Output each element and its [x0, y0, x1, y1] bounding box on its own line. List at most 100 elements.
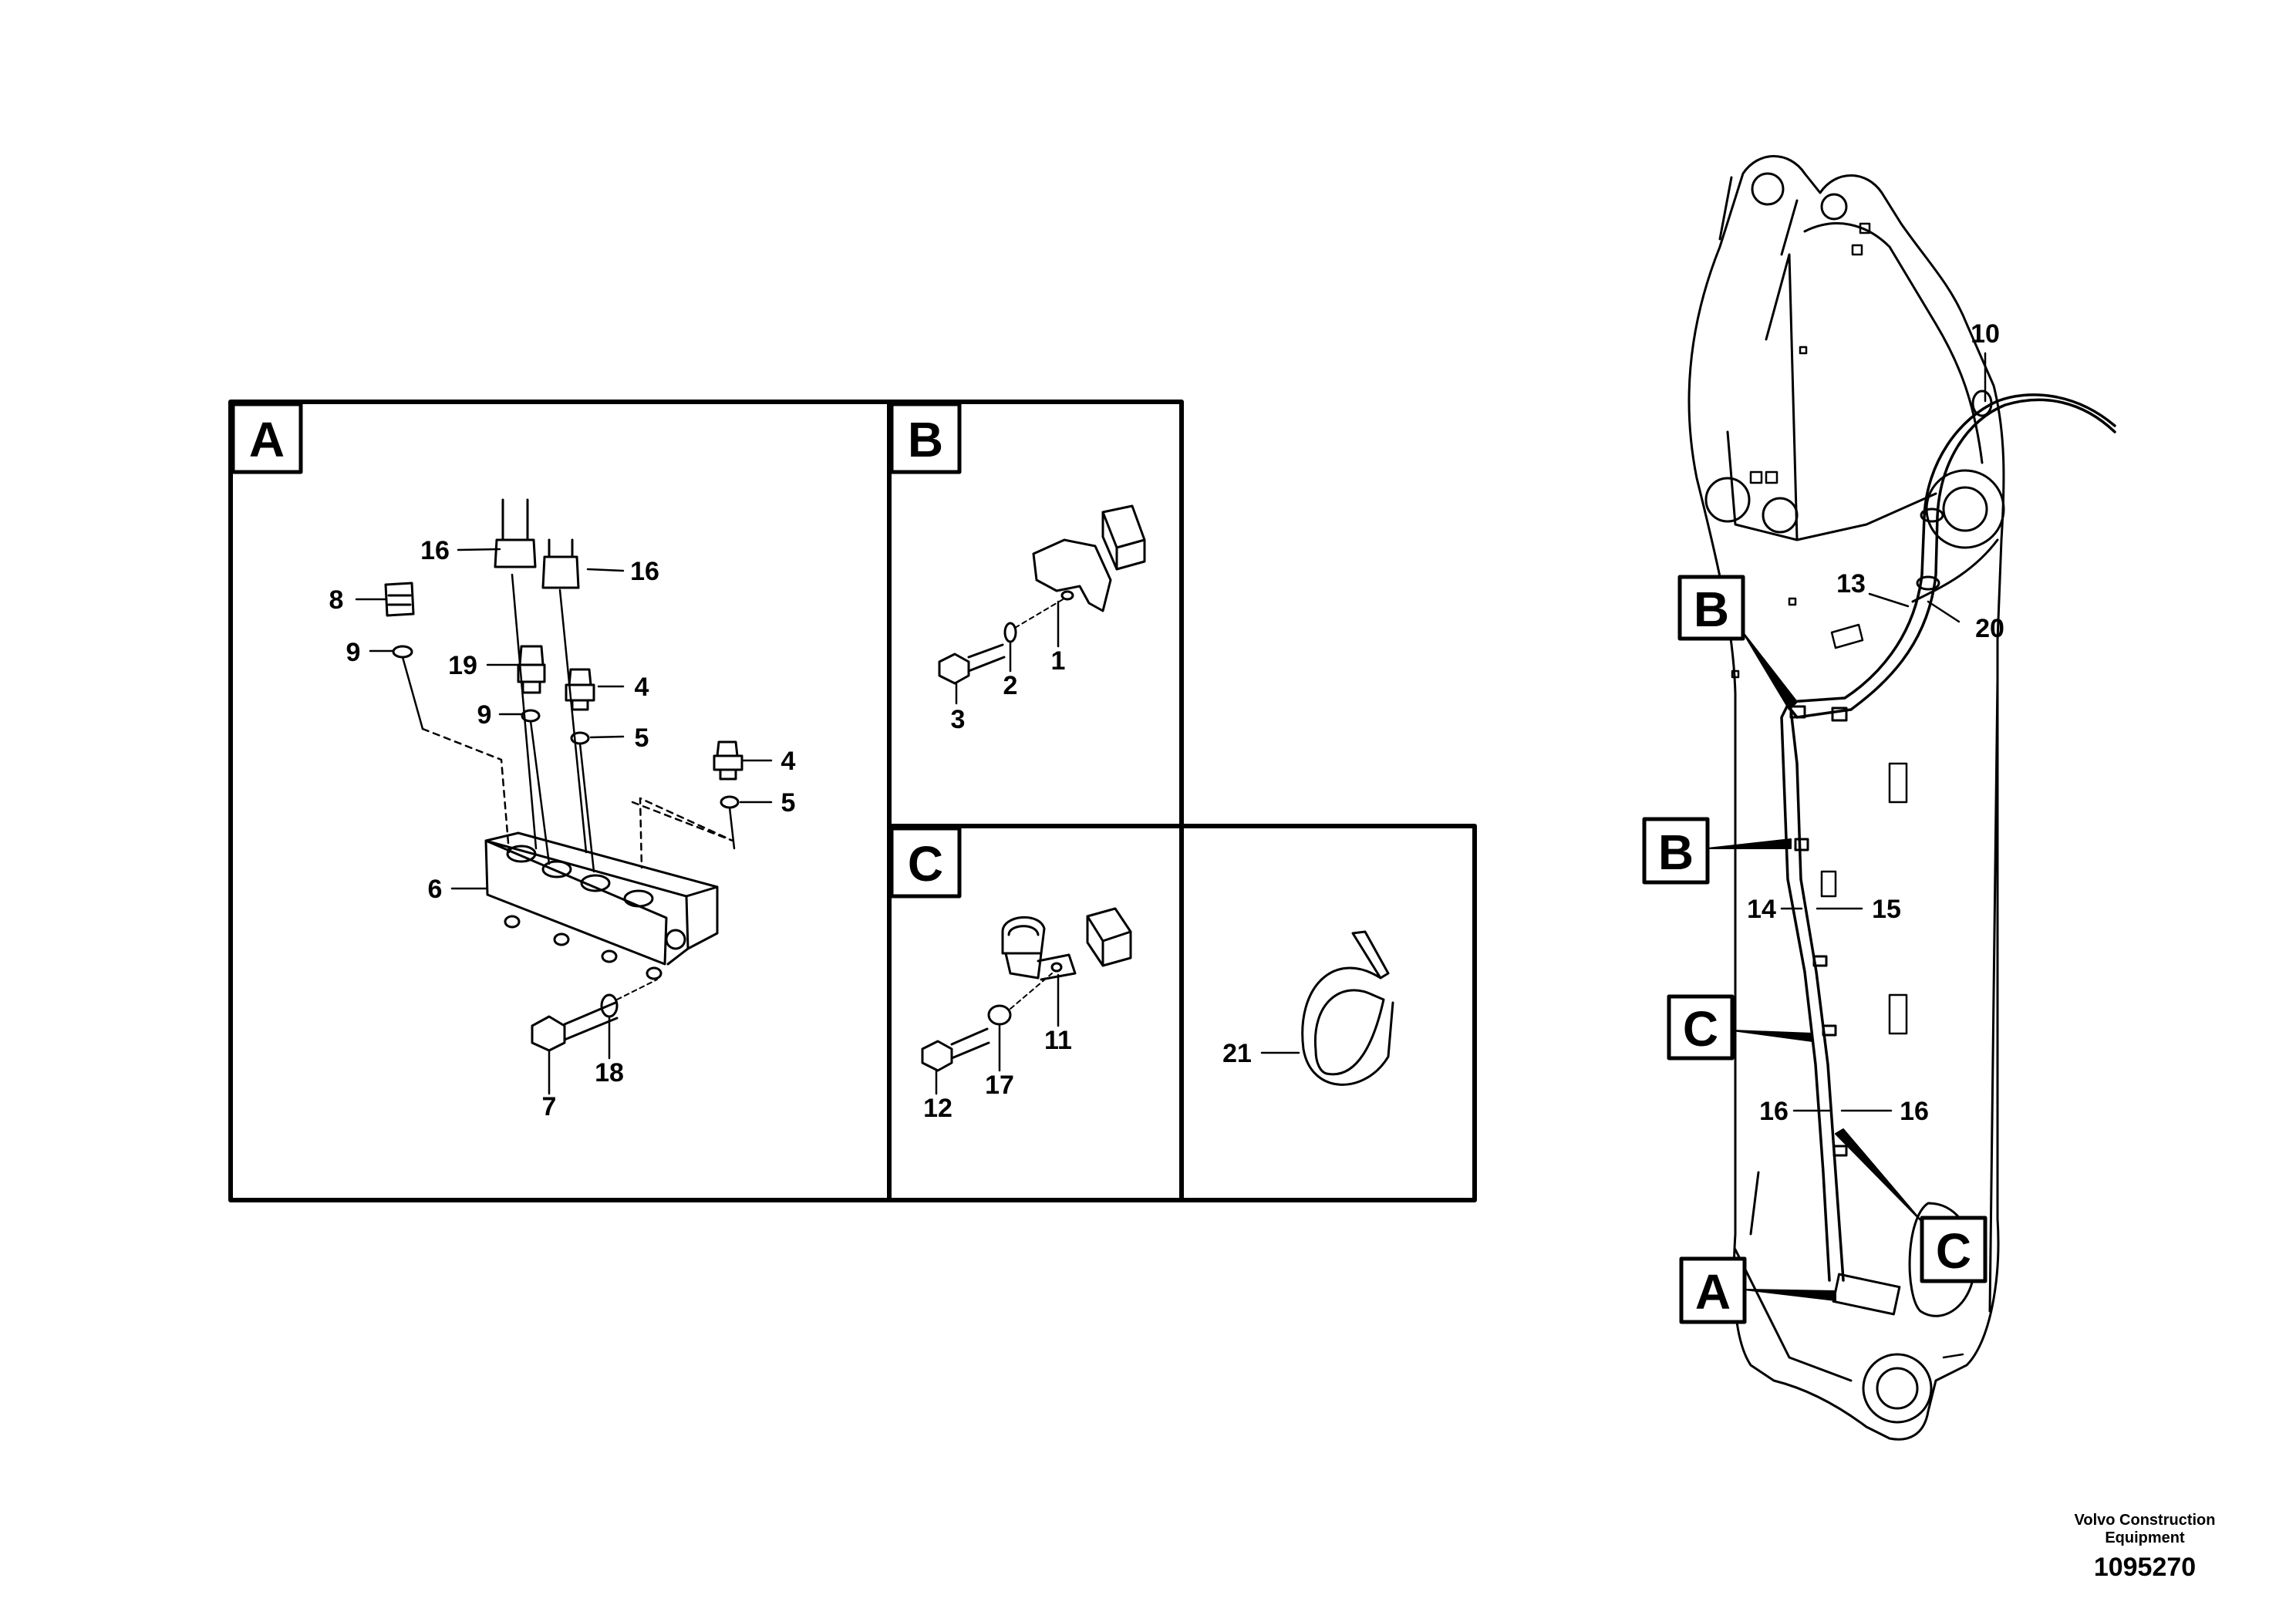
boom-ref-c-left: C — [1683, 1001, 1718, 1057]
seal-9-top — [392, 645, 413, 659]
callout-5-right: 5 — [781, 788, 796, 818]
boom-details — [1731, 222, 1964, 1359]
detail-a-label: A — [249, 412, 285, 467]
detail-a-callouts: 16 16 8 9 19 4 9 5 4 5 6 7 18 — [329, 536, 796, 1121]
hose-16-left — [494, 498, 537, 568]
bolt-12 — [921, 1027, 990, 1072]
detail-label-boxes — [231, 402, 962, 899]
seal-5-right — [720, 795, 740, 809]
assembly-dashed-lines — [421, 727, 734, 869]
bolt-3 — [938, 643, 1006, 685]
cable-tie-21 — [1301, 930, 1394, 1086]
callout-19: 19 — [448, 651, 477, 680]
boom-callout-13: 13 — [1836, 569, 1866, 599]
callout-21: 21 — [1222, 1039, 1252, 1068]
boom-callout-14: 14 — [1747, 895, 1776, 924]
boom-callouts: 10 13 20 14 15 16 16 — [1747, 319, 2004, 1126]
drawing-number: 1095270 — [2093, 1553, 2197, 1582]
fitting-4-right — [713, 740, 743, 781]
detail-c-drawing — [921, 907, 1132, 1095]
boom-hose-routing — [1780, 393, 2116, 1282]
boom-ref-a: A — [1695, 1264, 1731, 1320]
detail-b-callouts: 1 2 3 — [951, 646, 1066, 734]
boom-ref-b-upper: B — [1694, 582, 1729, 637]
boom-ref-b-lower: B — [1658, 824, 1694, 880]
callout-9-top: 9 — [346, 638, 361, 667]
boom-foot-pin — [1876, 1367, 1919, 1410]
bolt-axis — [616, 979, 658, 1000]
detail-a-leaders — [355, 548, 773, 1095]
clamp-plate-1 — [1032, 538, 1112, 612]
boom-callout-16-right: 16 — [1900, 1097, 1929, 1126]
boom-pin-top-1 — [1751, 172, 1785, 206]
callout-9-mid: 9 — [477, 700, 492, 730]
boom-drawing — [1687, 155, 2116, 1441]
clamp-block-c — [1086, 907, 1132, 967]
callout-4-right: 4 — [781, 747, 796, 776]
callout-16-right: 16 — [630, 557, 659, 586]
washer-2 — [1003, 622, 1017, 643]
boom-upper-edge — [1911, 538, 1999, 1313]
boom-pin-top-2 — [1820, 193, 1848, 221]
detail-strap-drawing — [1260, 930, 1394, 1086]
detail-frames — [228, 400, 1477, 1202]
callout-1: 1 — [1051, 646, 1066, 676]
boom-reference-pointers — [1707, 632, 1923, 1301]
boom-callout-10: 10 — [1971, 319, 2000, 349]
callout-11: 11 — [1044, 1026, 1072, 1055]
boom-reference-labels: B B C C A — [1658, 582, 1971, 1320]
detail-c-leaders — [935, 973, 1060, 1095]
boom-distributor — [1832, 1273, 1901, 1316]
callout-5-mid: 5 — [635, 723, 649, 753]
boom-ref-c-right: C — [1936, 1223, 1971, 1279]
clamp-block — [1101, 504, 1146, 571]
detail-a-drawing — [384, 498, 743, 1052]
callout-2: 2 — [1003, 671, 1018, 700]
assembly-lines — [401, 573, 736, 873]
callout-3: 3 — [951, 705, 966, 734]
boom-lower-plate — [1734, 1171, 1853, 1382]
boom-ref-c-left-box — [1667, 994, 1735, 1061]
callout-16-left: 16 — [420, 536, 450, 565]
boom-inner-plate — [1718, 176, 1984, 541]
clamp-c-hole — [1050, 962, 1063, 973]
detail-b-drawing — [938, 504, 1146, 705]
washer-17 — [987, 1004, 1012, 1026]
boom-pin-mid-2 — [1762, 497, 1799, 534]
detail-c-callouts: 11 17 12 — [923, 1026, 1072, 1123]
detail-c-label: C — [908, 836, 943, 892]
clamp-11 — [1001, 916, 1077, 981]
fitting-8 — [384, 582, 415, 617]
callout-18: 18 — [595, 1058, 624, 1088]
detail-b-label-box — [889, 402, 962, 474]
detail-a-label-box — [231, 402, 303, 474]
detail-strap-callouts: 21 — [1222, 1039, 1252, 1068]
detail-c-label-box — [889, 826, 962, 899]
boom-callout-leaders — [1780, 352, 1987, 1112]
boom-foot-pin-ring — [1862, 1353, 1933, 1424]
callout-6: 6 — [428, 875, 443, 904]
boom-pin-mid — [1704, 477, 1751, 523]
callout-17: 17 — [985, 1071, 1014, 1100]
boom-callout-16-left: 16 — [1759, 1097, 1789, 1126]
boom-ref-c-right-box — [1920, 1216, 1988, 1283]
clamp-hole — [1060, 590, 1074, 601]
boom-reference-boxes — [1642, 575, 1988, 1324]
panel-labels: A B C — [249, 412, 943, 892]
detail-strap-frame — [1179, 824, 1477, 1202]
bolt-b-axis — [1014, 598, 1065, 629]
boom-callout-20: 20 — [1975, 614, 2004, 643]
boom-clamps — [1789, 389, 1993, 1157]
distributor-ports — [504, 845, 686, 980]
boom-callout-15: 15 — [1872, 895, 1901, 924]
callout-8: 8 — [329, 585, 344, 615]
callout-7: 7 — [542, 1092, 557, 1121]
boom-ref-b-lower-box — [1642, 817, 1710, 885]
boom-ref-b-upper-box — [1677, 575, 1745, 641]
distributor-block-6 — [484, 831, 719, 966]
boom-pivot — [1942, 486, 1988, 532]
bolt-c-axis — [1010, 973, 1053, 1010]
detail-b-leaders — [955, 600, 1060, 705]
detail-b-label: B — [908, 412, 943, 467]
